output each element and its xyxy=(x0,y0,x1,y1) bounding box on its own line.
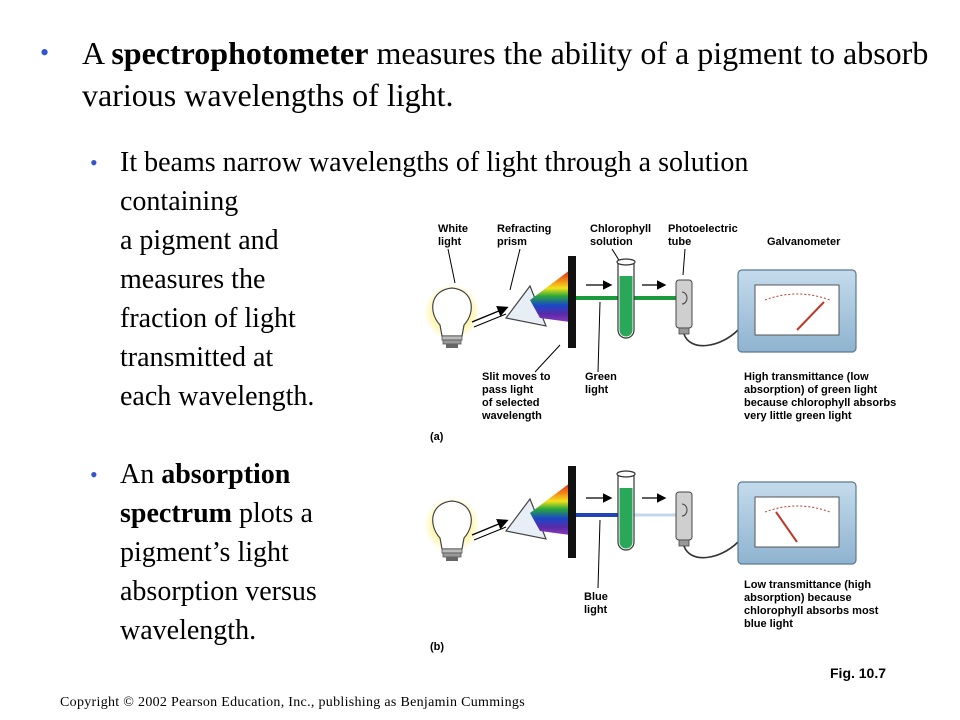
sub2-prefix: An xyxy=(120,459,162,490)
label-blue-1: Blue xyxy=(584,591,608,603)
sub2-line4: absorption versus xyxy=(120,576,317,607)
label-tube-2: tube xyxy=(668,236,691,248)
label-tube-1: Photoelectric xyxy=(668,223,738,235)
label-green-1: Green xyxy=(585,371,617,383)
label-panel-b: (b) xyxy=(430,641,444,653)
label-slit-2: pass light xyxy=(482,384,534,396)
sub1-line5: fraction of light xyxy=(120,303,296,334)
main-bullet-suffix: measures the ability of a pigment to abs… xyxy=(82,35,929,113)
sub2-line3: pigment’s light xyxy=(120,537,289,568)
sub1-line1: It beams narrow wavelengths of light thr… xyxy=(120,147,749,178)
label-high-1: High transmittance (low xyxy=(744,371,869,383)
photoelectric-tube-icon xyxy=(675,491,693,547)
sub2-line1: An absorption xyxy=(120,455,380,494)
label-slit-1: Slit moves to xyxy=(482,371,551,383)
label-high-2: absorption) of green light xyxy=(744,384,878,396)
label-high-4: very little green light xyxy=(744,410,852,422)
main-bullet-bold: spectrophotometer xyxy=(111,35,369,71)
lightbulb-icon xyxy=(432,287,472,348)
figure-caption: Fig. 10.7 xyxy=(830,665,887,681)
label-white-light-2: light xyxy=(438,236,462,248)
rainbow-spectrum xyxy=(530,270,570,322)
label-prism-2: prism xyxy=(497,236,527,248)
bullet-icon: • xyxy=(40,38,50,67)
bullet-icon: • xyxy=(90,150,98,175)
sub-bullet-2: • An absorption spectrum plots a pigment… xyxy=(90,455,380,650)
label-low-2: absorption) because xyxy=(744,592,852,604)
label-white-light-1: White xyxy=(438,223,468,235)
sub2-line2: spectrum plots a xyxy=(120,494,380,533)
copyright-notice: Copyright © 2002 Pearson Education, Inc.… xyxy=(60,695,525,710)
label-solution-2: solution xyxy=(590,236,633,248)
sub1-line3: a pigment and xyxy=(120,225,279,256)
sub1-line6: transmitted at xyxy=(120,342,274,373)
sub2-line5: wavelength. xyxy=(120,615,257,646)
label-low-4: blue light xyxy=(744,618,793,630)
sub-bullet-1: • It beams narrow wavelengths of light t… xyxy=(90,143,920,416)
panel-a: White light Refracting prism Chlorophyll… xyxy=(424,223,896,443)
label-solution-1: Chlorophyll xyxy=(590,223,651,235)
galvanometer-icon xyxy=(737,269,857,353)
test-tube-icon xyxy=(616,470,636,551)
test-tube-icon xyxy=(616,258,636,339)
label-galvanometer: Galvanometer xyxy=(767,236,841,248)
label-panel-a: (a) xyxy=(430,431,444,443)
sub1-line4: measures the xyxy=(120,264,266,295)
label-high-3: because chlorophyll absorbs xyxy=(744,397,896,409)
label-prism-1: Refracting xyxy=(497,223,551,235)
main-bullet-text: A spectrophotometer measures the ability… xyxy=(82,32,940,116)
main-bullet-prefix: A xyxy=(82,35,112,71)
sub1-line2: containing xyxy=(120,186,239,217)
slit-plate xyxy=(568,256,576,348)
label-green-2: light xyxy=(585,384,609,396)
label-slit-3: of selected xyxy=(482,397,539,409)
photoelectric-tube-icon xyxy=(675,279,693,335)
rainbow-spectrum xyxy=(530,483,570,535)
galvanometer-icon xyxy=(737,481,857,565)
panel-b: Blue light Low transmittance (high absor… xyxy=(424,466,879,653)
sub2-rest1: plots a xyxy=(231,498,313,529)
sub1-line7: each wavelength. xyxy=(120,381,315,412)
label-low-1: Low transmittance (high xyxy=(744,579,871,591)
label-blue-2: light xyxy=(584,604,608,616)
main-bullet: • A spectrophotometer measures the abili… xyxy=(40,32,940,116)
lightbulb-icon xyxy=(432,500,472,561)
label-low-3: chlorophyll absorbs most xyxy=(744,605,879,617)
label-slit-4: wavelength xyxy=(481,410,542,422)
sub2-bold1: absorption xyxy=(161,459,291,490)
bullet-icon: • xyxy=(90,462,98,487)
sub2-bold2: spectrum xyxy=(120,498,232,529)
slit-plate xyxy=(568,466,576,558)
